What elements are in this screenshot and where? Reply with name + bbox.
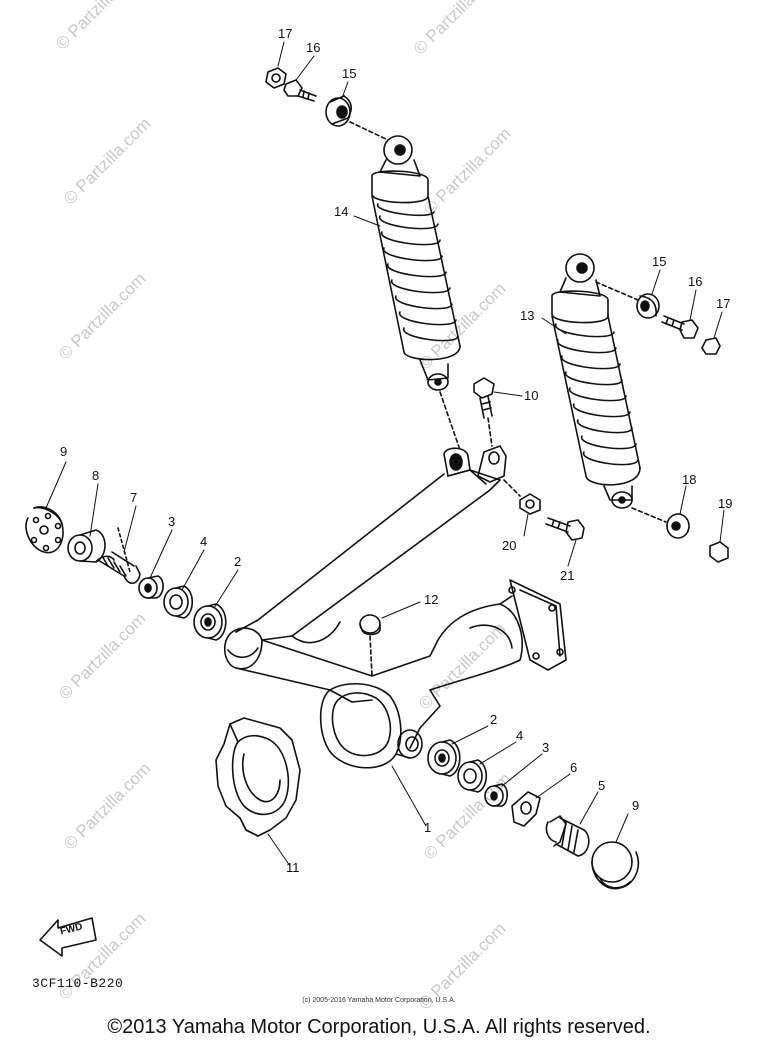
- bushing-15-right: [636, 293, 660, 319]
- part-label-16: 16: [306, 40, 321, 55]
- bolt-16-top: [283, 79, 317, 102]
- bushing-8-left: [67, 529, 106, 563]
- part-label-21: 21: [560, 568, 575, 583]
- oil-seal-4-left: [163, 585, 194, 619]
- nut-17-top: [265, 67, 287, 89]
- part-label-12: 12: [424, 592, 439, 607]
- part-label-2: 2: [234, 554, 242, 569]
- part-label-9: 9: [60, 444, 68, 459]
- part-label-10: 10: [524, 388, 539, 403]
- part-label-13: 13: [520, 308, 535, 323]
- bolt-16-right: [661, 315, 699, 339]
- bearing-2-right: [427, 739, 461, 777]
- part-label-17: 17: [278, 26, 293, 41]
- cap-9-left: [25, 506, 64, 554]
- bracket-11: [215, 717, 301, 837]
- part-label-15: 15: [342, 66, 357, 81]
- nut-20: [519, 493, 541, 515]
- oil-seal-4-right: [457, 759, 488, 793]
- part-label-18: 18: [682, 472, 697, 487]
- plate-6: [511, 791, 541, 827]
- part-label-2: 2: [490, 712, 498, 727]
- collar-3-right: [484, 783, 509, 807]
- fwd-arrow-icon: [39, 917, 97, 957]
- part-label-8: 8: [92, 468, 100, 483]
- part-label-3: 3: [542, 740, 550, 755]
- leader-lines: [45, 41, 725, 867]
- part-label-9: 9: [632, 798, 640, 813]
- part-label-4: 4: [516, 728, 524, 743]
- shock-absorber-13: [551, 253, 641, 509]
- part-label-3: 3: [168, 514, 176, 529]
- copyright-notice: ©2013 Yamaha Motor Corporation, U.S.A. A…: [107, 1016, 651, 1038]
- shock-absorber-14: [371, 135, 461, 391]
- part-label-15: 15: [652, 254, 667, 269]
- nut-17-right: [701, 337, 721, 355]
- bolt-21: [545, 517, 585, 541]
- part-label-1: 1: [424, 820, 432, 835]
- part-label-20: 20: [502, 538, 517, 553]
- pivot-shaft-5: [545, 815, 590, 857]
- part-label-4: 4: [200, 534, 208, 549]
- collar-3-left: [138, 575, 164, 599]
- bushing-15-top: [325, 95, 352, 127]
- part-label-19: 19: [718, 496, 733, 511]
- diagram-code: 3CF110-B220: [32, 976, 124, 991]
- bolt-10: [473, 377, 495, 419]
- part-label-14: 14: [334, 204, 349, 219]
- part-label-11: 11: [286, 860, 300, 875]
- pivot-shaft-7: [95, 527, 141, 585]
- washer-18: [666, 513, 690, 539]
- copyright-small: (c) 2005-2016 Yamaha Motor Corporation, …: [302, 997, 456, 1004]
- part-label-5: 5: [598, 778, 606, 793]
- cap-9-right: [591, 841, 640, 890]
- nut-19: [709, 541, 729, 563]
- part-label-17: 17: [716, 296, 731, 311]
- bearing-2-left: [193, 603, 227, 641]
- part-label-6: 6: [570, 760, 578, 775]
- part-label-7: 7: [130, 490, 138, 505]
- part-label-16: 16: [688, 274, 703, 289]
- cap-12: [359, 614, 381, 636]
- swingarm-1: [223, 445, 567, 769]
